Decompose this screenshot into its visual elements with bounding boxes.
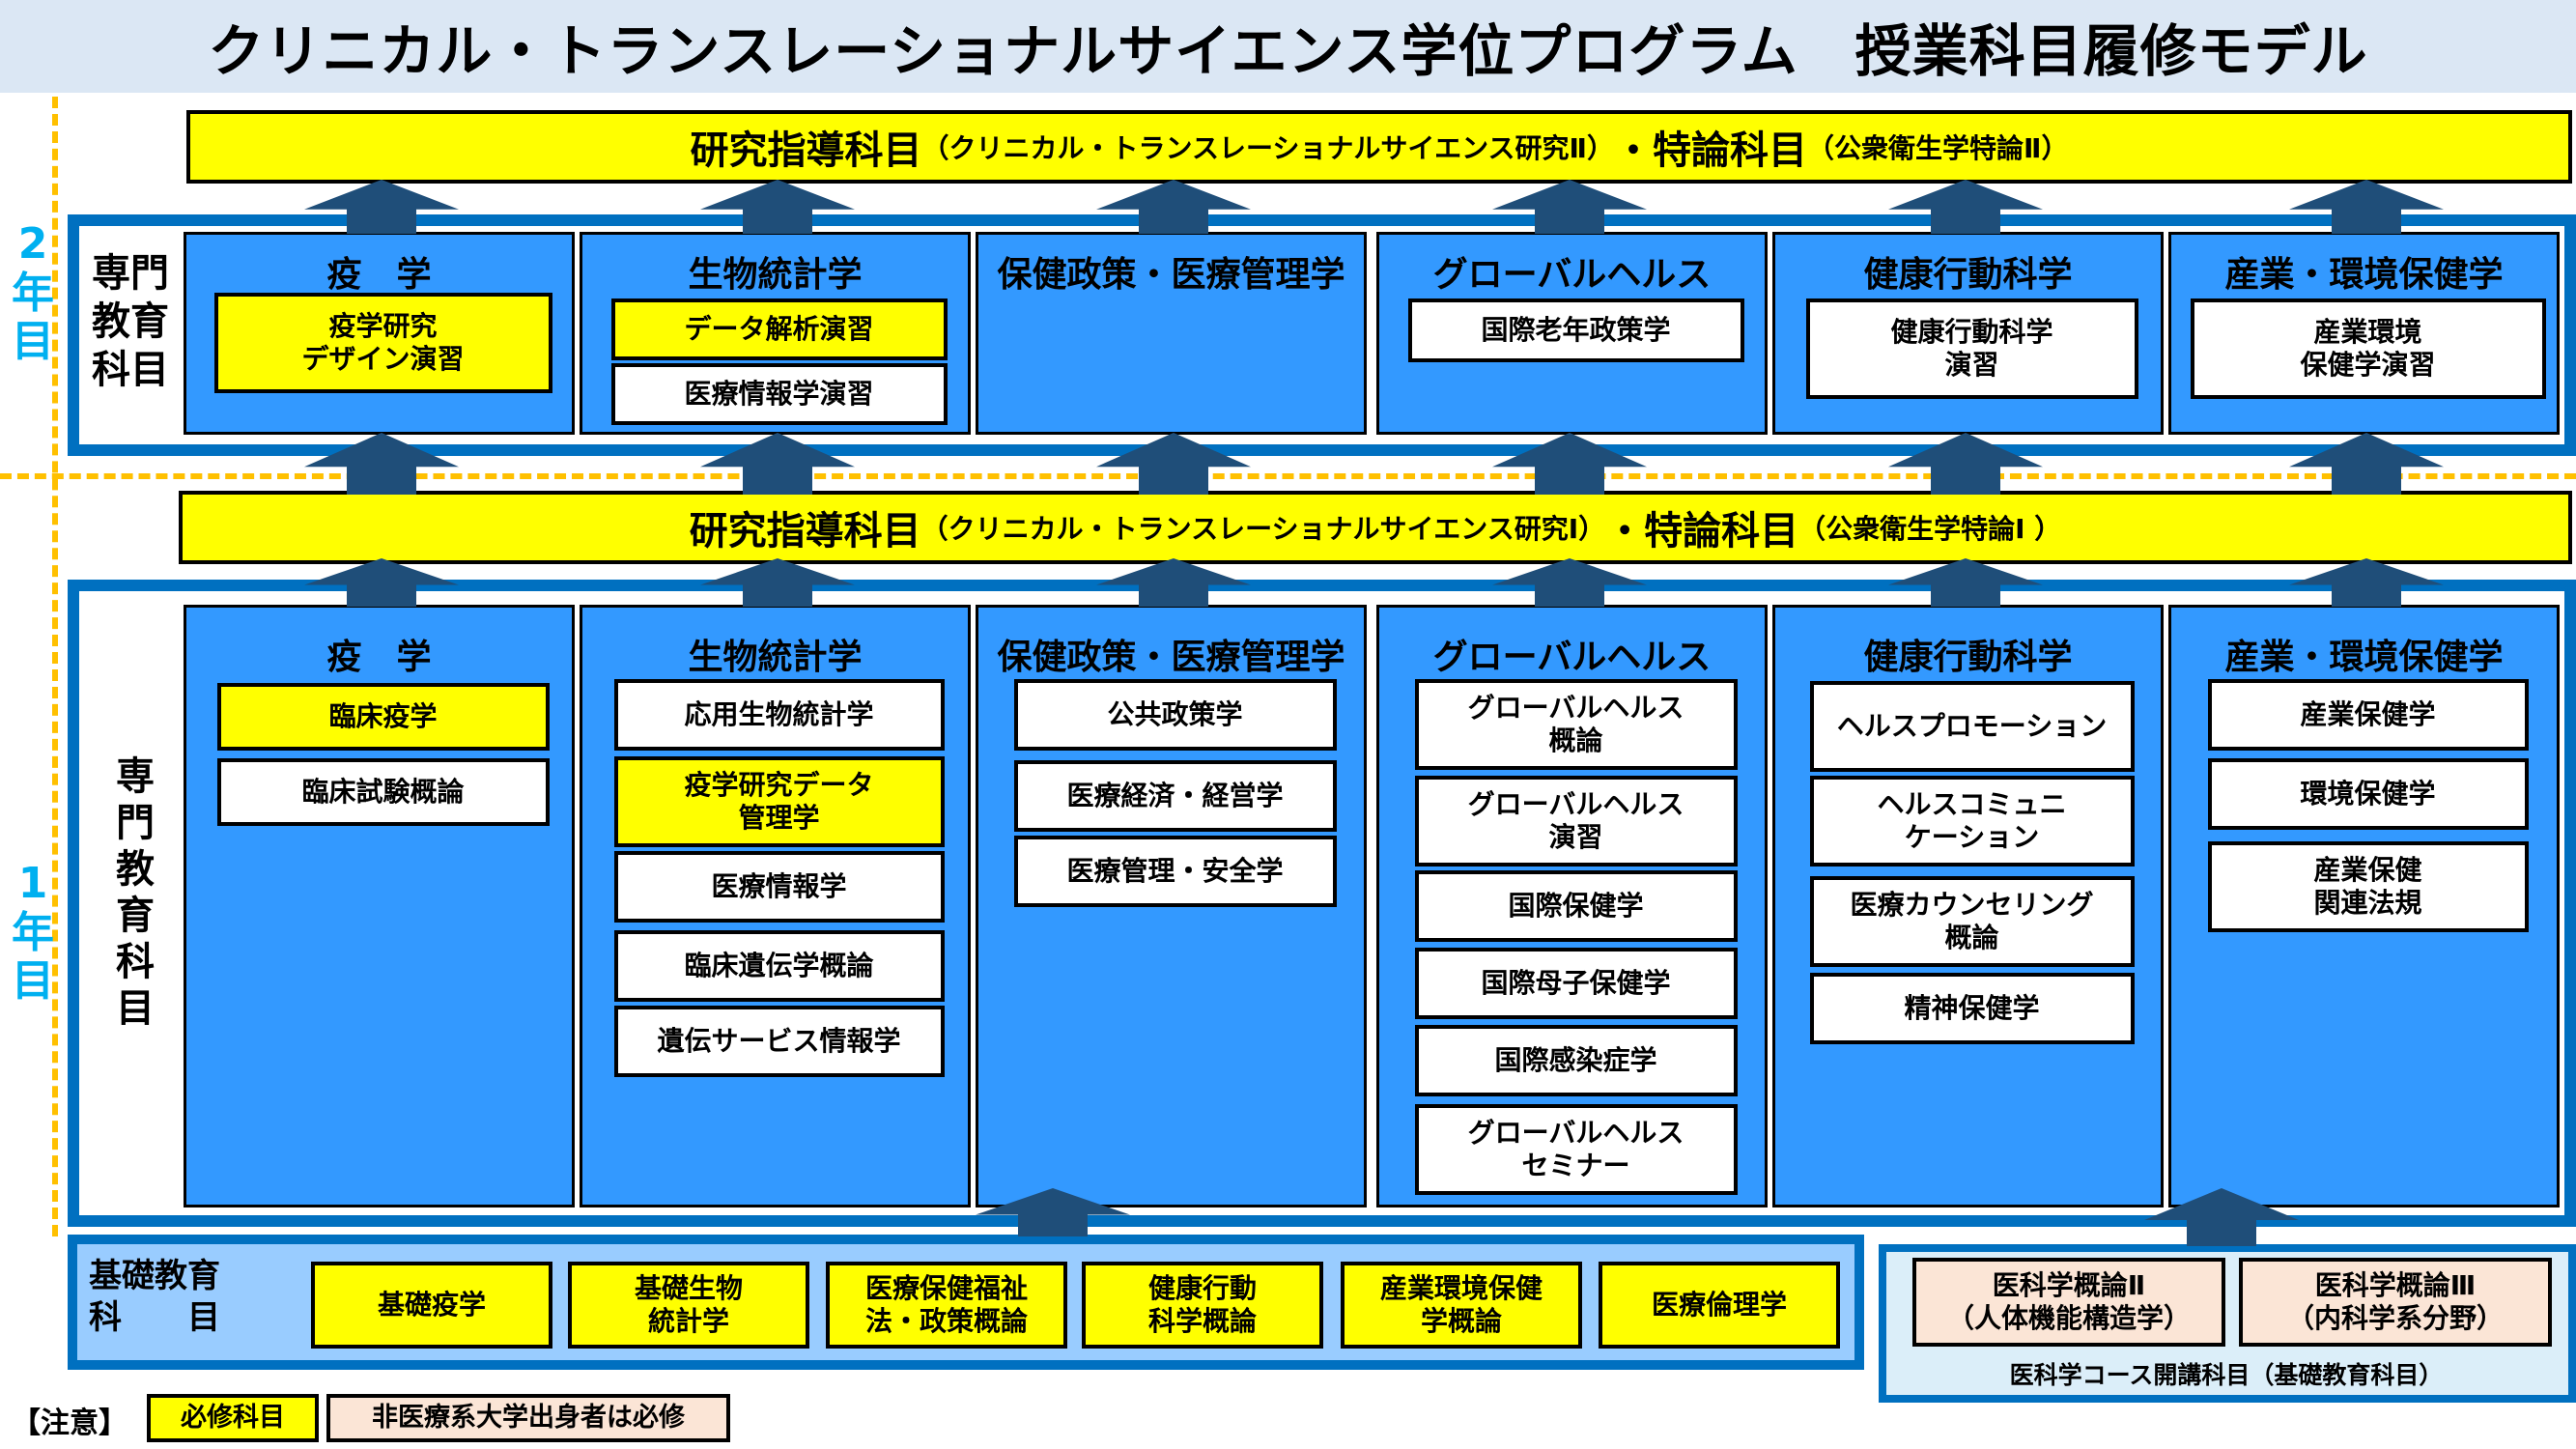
year1-column-4: グローバルヘルスグローバルヘルス 概論グローバルヘルス 演習国際保健学国際母子保… <box>1376 605 1768 1208</box>
medical-course-caption: 医科学コース開講科目（基礎教育科目） <box>2009 1361 2444 1389</box>
year2-column-3: 保健政策・医療管理学 <box>976 232 1367 435</box>
legend-note: 【注意】 <box>12 1406 127 1440</box>
subject-box[interactable]: 産業保健 関連法規 <box>2207 841 2529 932</box>
subject-box[interactable]: 疫学研究 デザイン演習 <box>213 293 552 393</box>
basic-subject-box[interactable]: 医療保健福祉 法・政策概論 <box>826 1262 1067 1349</box>
year2-column-1: 疫 学疫学研究 デザイン演習 <box>184 232 575 435</box>
column-heading: 生物統計学 <box>688 255 863 295</box>
subject-box[interactable]: 産業環境 保健学演習 <box>2190 298 2546 399</box>
year1-column-6: 産業・環境保健学産業保健学環境保健学産業保健 関連法規 <box>2168 605 2560 1208</box>
legend-non-medical-required: 非医療系大学出身者は必修 <box>326 1394 730 1442</box>
page-title: クリニカル・トランスレーショナルサイエンス学位プログラム 授業科目履修モデル <box>0 0 2576 93</box>
research-guidance-label: 研究指導科目 <box>689 509 921 554</box>
column-heading: 保健政策・医療管理学 <box>997 255 1345 295</box>
column-heading: グローバルヘルス <box>1432 255 1712 295</box>
subject-box[interactable]: データ解析演習 <box>610 298 948 360</box>
medical-subject-box[interactable]: 医科学概論Ⅲ （内科学系分野） <box>2239 1258 2552 1347</box>
subject-box[interactable]: 医療経済・経営学 <box>1013 760 1337 832</box>
year2-label: 2 年 目 <box>12 219 54 367</box>
subject-box[interactable]: 臨床遺伝学概論 <box>613 930 945 1002</box>
column-heading: 健康行動科学 <box>1863 255 2073 295</box>
year-divider-vertical <box>52 97 58 1236</box>
basic-subject-box[interactable]: 基礎生物 統計学 <box>568 1262 809 1349</box>
year-divider-horizontal <box>0 473 2576 479</box>
year2-research-bar: 研究指導科目 （クリニカル・トランスレーショナルサイエンス研究Ⅱ） ・特論科目 … <box>186 110 2572 184</box>
column-heading: 生物統計学 <box>688 638 863 677</box>
subject-box[interactable]: グローバルヘルス 演習 <box>1414 776 1738 867</box>
year1-column-2: 生物統計学応用生物統計学疫学研究データ 管理学医療情報学臨床遺伝学概論遺伝サービ… <box>580 605 971 1208</box>
subject-box[interactable]: 環境保健学 <box>2207 758 2529 830</box>
subject-box[interactable]: 国際老年政策学 <box>1407 298 1744 362</box>
basic-education-label: 基礎教育 科 目 <box>89 1257 220 1337</box>
subject-box[interactable]: 疫学研究データ 管理学 <box>613 756 945 847</box>
legend-required: 必修科目 <box>147 1394 319 1442</box>
column-heading: 疫 学 <box>326 255 432 295</box>
year1-label: 1 年 目 <box>12 859 54 1007</box>
research-course-label: （クリニカル・トランスレーショナルサイエンス研究Ⅱ） <box>921 132 1615 164</box>
year2-column-6: 産業・環境保健学産業環境 保健学演習 <box>2168 232 2560 435</box>
year2-column-5: 健康行動科学健康行動科学 演習 <box>1772 232 2164 435</box>
basic-subject-box[interactable]: 医療倫理学 <box>1599 1262 1840 1349</box>
research-guidance-label: 研究指導科目 <box>690 128 922 173</box>
subject-box[interactable]: 臨床疫学 <box>216 683 550 751</box>
subject-box[interactable]: 応用生物統計学 <box>613 679 945 751</box>
subject-box[interactable]: 医療管理・安全学 <box>1013 836 1337 907</box>
year1-column-1: 疫 学臨床疫学臨床試験概論 <box>184 605 575 1208</box>
column-heading: グローバルヘルス <box>1432 638 1712 677</box>
basic-subject-box[interactable]: 健康行動 科学概論 <box>1082 1262 1323 1349</box>
research-course-label: （クリニカル・トランスレーショナルサイエンス研究Ⅰ） <box>920 513 1606 545</box>
column-heading: 保健政策・医療管理学 <box>997 638 1345 677</box>
special-topic-label: ・特論科目 <box>1605 509 1799 554</box>
subject-box[interactable]: 臨床試験概論 <box>216 758 550 826</box>
year2-column-2: 生物統計学データ解析演習医療情報学演習 <box>580 232 971 435</box>
year1-side-label: 専 門 教 育 科 目 <box>116 754 155 1031</box>
column-heading: 疫 学 <box>326 638 432 677</box>
subject-box[interactable]: ヘルスプロモーション <box>1809 681 2135 772</box>
subject-box[interactable]: 産業保健学 <box>2207 679 2529 751</box>
subject-box[interactable]: 健康行動科学 演習 <box>1805 298 2138 399</box>
basic-subject-box[interactable]: 基礎疫学 <box>311 1262 552 1349</box>
year1-column-5: 健康行動科学ヘルスプロモーションヘルスコミュニ ケーション医療カウンセリング 概… <box>1772 605 2164 1208</box>
subject-box[interactable]: 遺伝サービス情報学 <box>613 1006 945 1077</box>
year1-research-bar: 研究指導科目 （クリニカル・トランスレーショナルサイエンス研究Ⅰ） ・特論科目 … <box>179 491 2572 564</box>
subject-box[interactable]: 医療カウンセリング 概論 <box>1809 876 2135 967</box>
column-heading: 産業・環境保健学 <box>2224 638 2504 677</box>
subject-box[interactable]: グローバルヘルス 概論 <box>1414 679 1738 770</box>
special-topic-label: ・特論科目 <box>1614 128 1808 173</box>
year1-column-3: 保健政策・医療管理学公共政策学医療経済・経営学医療管理・安全学 <box>976 605 1367 1208</box>
column-heading: 健康行動科学 <box>1863 638 2073 677</box>
subject-box[interactable]: 国際保健学 <box>1414 870 1738 942</box>
medical-subject-box[interactable]: 医科学概論Ⅱ （人体機能構造学） <box>1912 1258 2225 1347</box>
subject-box[interactable]: 医療情報学 <box>613 851 945 923</box>
subject-box[interactable]: 国際母子保健学 <box>1414 948 1738 1019</box>
subject-box[interactable]: 精神保健学 <box>1809 973 2135 1044</box>
subject-box[interactable]: 公共政策学 <box>1013 679 1337 751</box>
subject-box[interactable]: 医療情報学演習 <box>610 363 948 425</box>
special-topic-course-label: （公衆衛生学特論Ⅱ） <box>1807 132 2069 164</box>
subject-box[interactable]: 国際感染症学 <box>1414 1025 1738 1096</box>
year2-column-4: グローバルヘルス国際老年政策学 <box>1376 232 1768 435</box>
column-heading: 産業・環境保健学 <box>2224 255 2504 295</box>
basic-subject-box[interactable]: 産業環境保健 学概論 <box>1341 1262 1582 1349</box>
special-topic-course-label: （公衆衛生学特論Ⅰ ） <box>1798 513 2062 545</box>
subject-box[interactable]: グローバルヘルス セミナー <box>1414 1104 1738 1195</box>
subject-box[interactable]: ヘルスコミュニ ケーション <box>1809 776 2135 867</box>
year2-side-label: 専門 教育 科目 <box>92 251 169 392</box>
